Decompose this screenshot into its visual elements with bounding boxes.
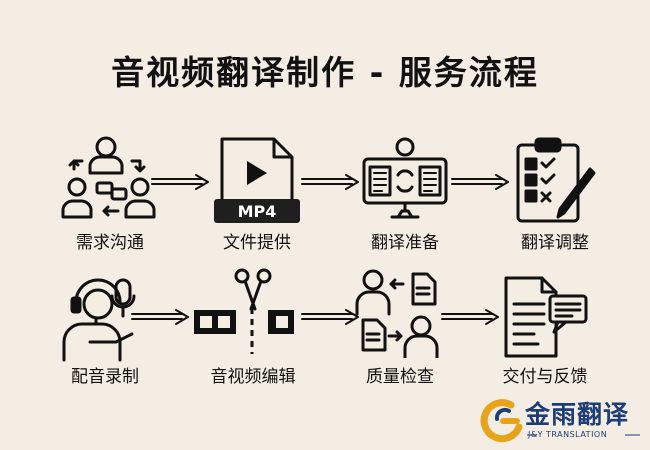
film-cut-icon (194, 268, 294, 354)
step-label-2: 文件提供 (223, 233, 291, 253)
page-title: 音视频翻译制作 - 服务流程 (111, 53, 539, 92)
step-label-5: 配音录制 (71, 367, 139, 387)
arrow-6-7 (301, 309, 359, 325)
arrow-1-2 (151, 174, 209, 190)
brand-subtitle: J&Y TRANSLATION (528, 430, 608, 439)
arrow-3-4 (451, 174, 509, 190)
step-label-7: 质量检查 (366, 367, 434, 387)
arrow-2-3 (301, 174, 359, 190)
step-label-3: 翻译准备 (371, 233, 439, 253)
mp4-file-icon: MP4 (214, 137, 300, 223)
team-discussion-icon (61, 136, 156, 219)
voice-recording-icon (62, 278, 136, 362)
delivery-feedback-icon (504, 276, 588, 358)
brand-name: 金雨翻译 (525, 400, 630, 429)
mp4-badge: MP4 (238, 202, 277, 221)
step-label-4: 翻译调整 (521, 233, 589, 253)
arrow-5-6 (131, 309, 189, 325)
brand-logo-icon (480, 399, 640, 443)
translator-screen-icon (362, 137, 448, 219)
step-label-8: 交付与反馈 (502, 367, 588, 387)
step-label-1: 需求沟通 (76, 233, 144, 253)
arrow-7-8 (441, 309, 499, 325)
document-review-icon (355, 269, 439, 358)
step-label-6: 音视频编辑 (210, 367, 296, 387)
checklist-icon (516, 137, 596, 223)
